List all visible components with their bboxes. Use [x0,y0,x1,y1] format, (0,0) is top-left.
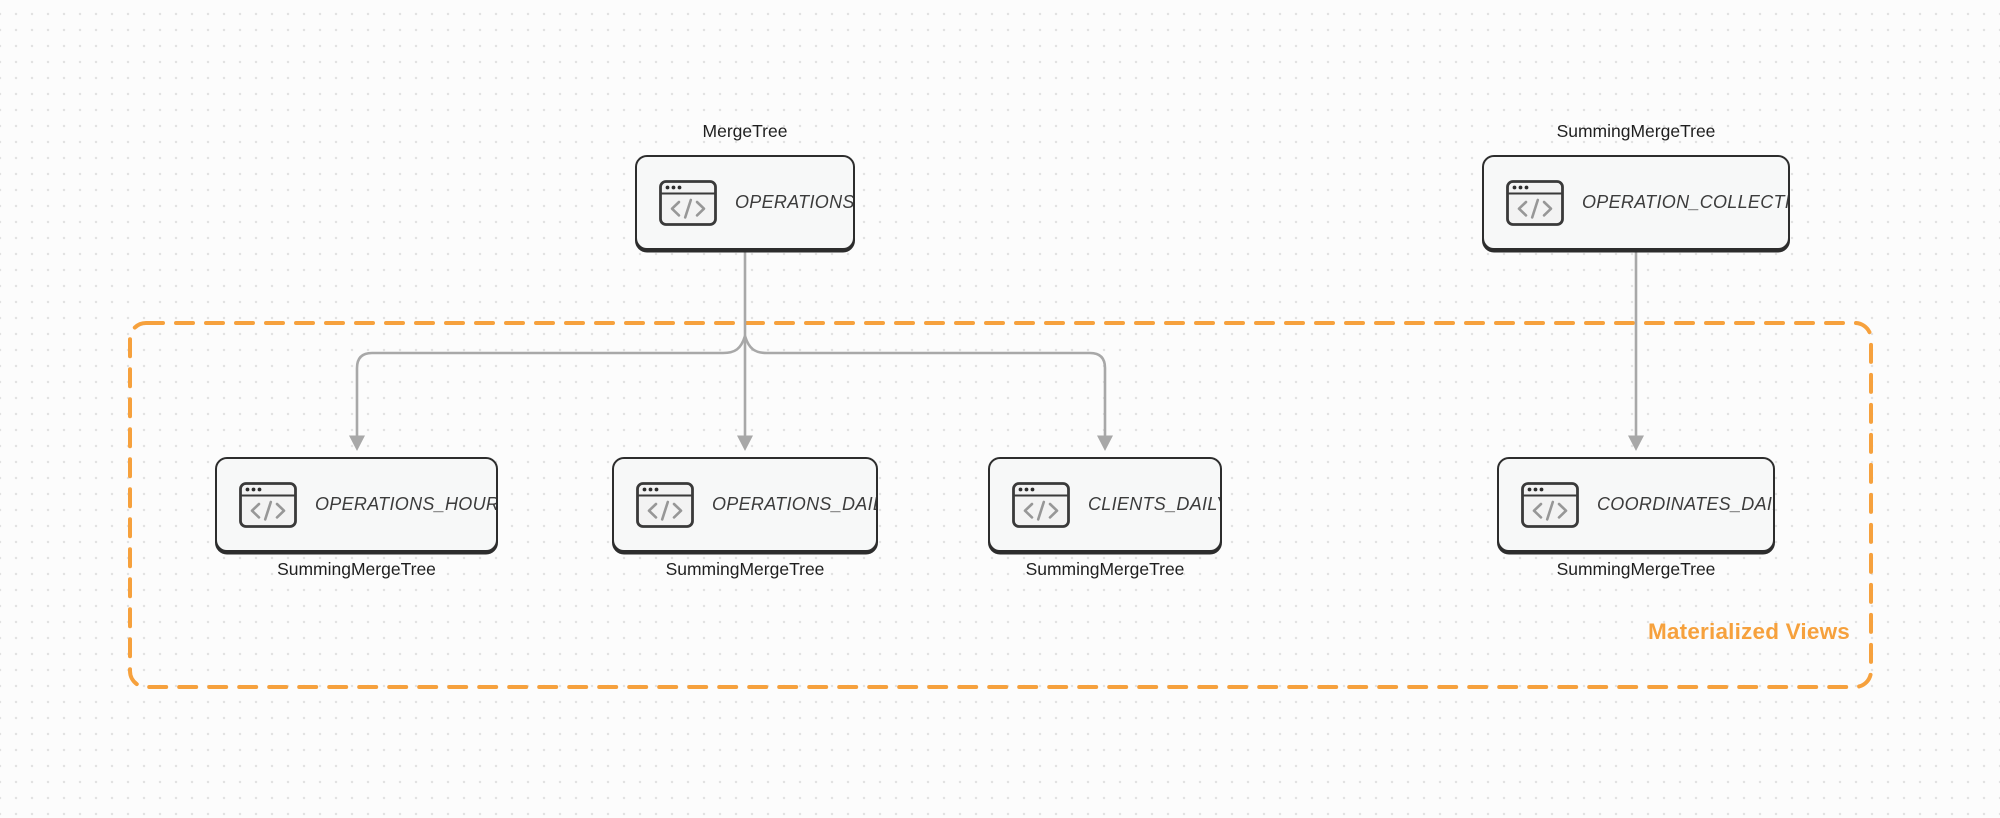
code-window-icon [1521,481,1579,528]
code-window-icon [1506,179,1564,226]
node-label: OPERATIONS_HOURLY [315,494,498,514]
engine-label-coordinates-daily: SummingMergeTree [1556,559,1716,579]
code-window-icon [636,481,694,528]
arrowhead-coordinates-daily [1628,435,1644,451]
node-operations-daily[interactable]: OPERATIONS_DAILY [612,457,878,552]
node-coordinates-daily[interactable]: COORDINATES_DAILY [1497,457,1775,552]
node-operations[interactable]: OPERATIONS [635,155,855,250]
node-label: OPERATIONS [735,192,855,212]
arrowhead-clients-daily [1097,435,1113,451]
engine-label-clients-daily: SummingMergeTree [1025,559,1185,579]
node-operations-hourly[interactable]: OPERATIONS_HOURLY [215,457,498,552]
node-clients-daily[interactable]: CLIENTS_DAILY [988,457,1222,552]
edge-operations-to-clients-daily [743,335,1107,436]
materialized-views-group-border [128,321,1873,689]
code-window-icon [239,481,297,528]
node-label: CLIENTS_DAILY [1088,494,1222,514]
engine-label-operations: MergeTree [702,121,788,141]
arrowhead-operations-daily [737,435,753,451]
engine-label-operations-hourly: SummingMergeTree [277,559,436,579]
code-window-icon [1012,481,1070,528]
engine-label-operations-daily: SummingMergeTree [665,559,825,579]
engine-label-operation-collection: SummingMergeTree [1556,121,1716,141]
arrowhead-operations-hourly [349,435,365,451]
code-window-icon [659,179,717,226]
node-operation-collection[interactable]: OPERATION_COLLECTION [1482,155,1790,250]
node-label: COORDINATES_DAILY [1597,494,1775,514]
edge-operations-to-operations-hourly [355,335,747,436]
materialized-views-group-label: Materialized Views [1647,619,1850,644]
node-label: OPERATIONS_DAILY [712,494,878,514]
node-label: OPERATION_COLLECTION [1582,192,1790,212]
